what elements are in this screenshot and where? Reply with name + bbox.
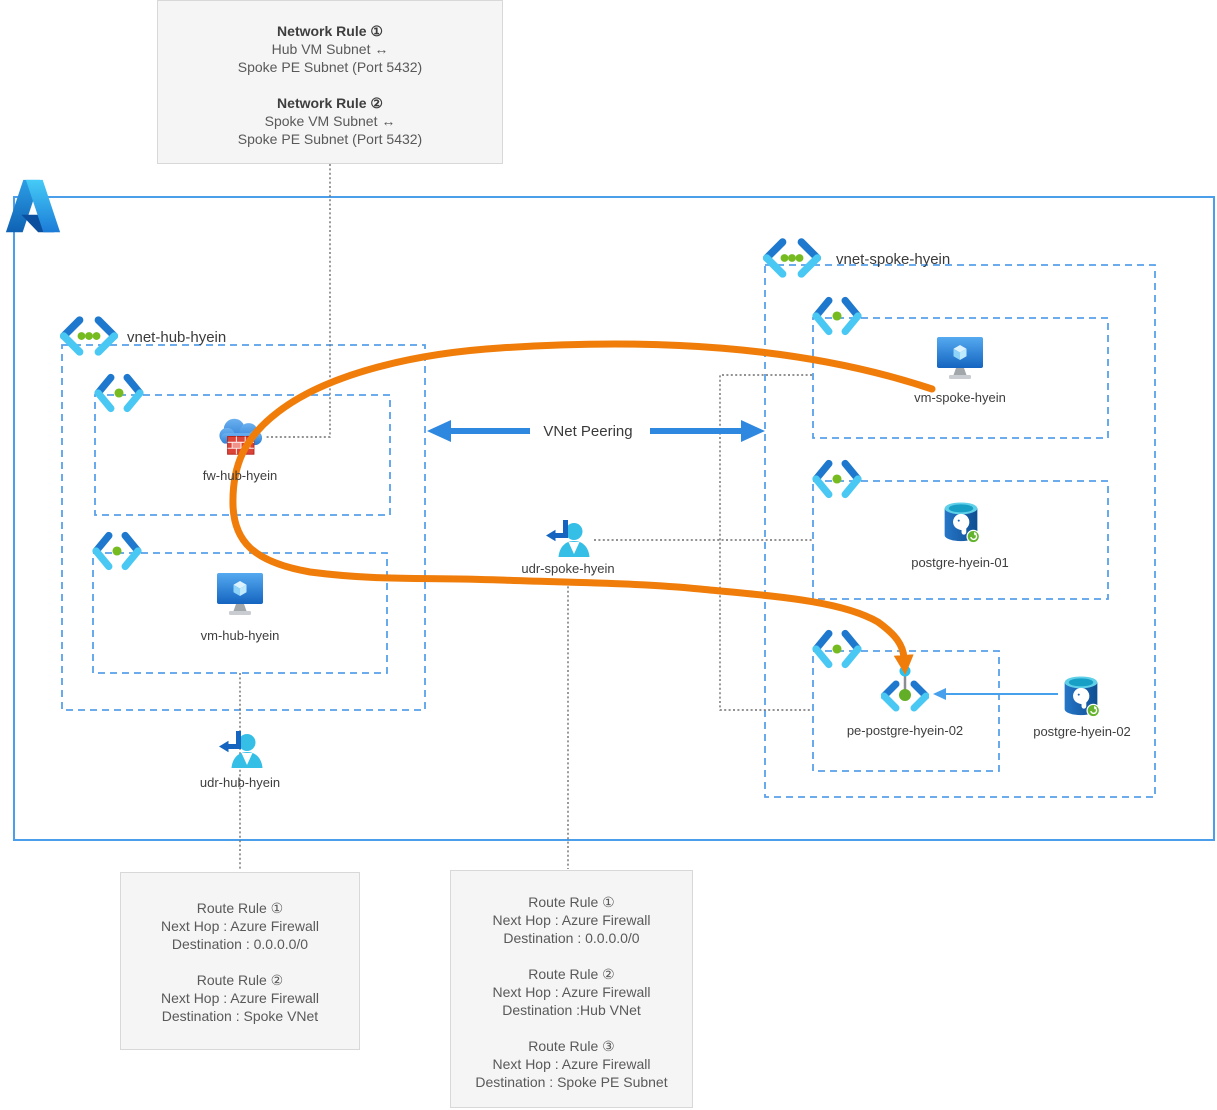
firewall-label: fw-hub-hyein: [202, 468, 278, 483]
spoke-route-rules-note: Route Rule ① Next Hop : Azure Firewall D…: [450, 870, 693, 1108]
network-rule-1: Network Rule ① Hub VM Subnet ↔ Spoke PE …: [158, 22, 502, 76]
udr-icon-spoke: [544, 515, 592, 563]
spoke-route-rule-1-title: Route Rule ①: [528, 894, 615, 910]
network-rule-2-line2: Spoke PE Subnet (Port 5432): [237, 131, 423, 147]
spoke-route-rule-1-line1: Next Hop : Azure Firewall: [492, 912, 651, 928]
vm-spoke-label: vm-spoke-hyein: [914, 390, 1006, 405]
udr-icon-hub: [217, 726, 265, 774]
hub-route-rule-1-line2: Destination : 0.0.0.0/0: [171, 936, 309, 952]
hub-route-rule-2-line1: Next Hop : Azure Firewall: [161, 990, 319, 1006]
network-rule-2-line1: Spoke VM Subnet ↔: [264, 113, 396, 129]
firewall-icon: [215, 413, 267, 459]
vnet-icon-spoke: [762, 237, 822, 279]
vnet-peering-label: VNet Peering: [543, 423, 633, 440]
spoke-route-rule-3-title: Route Rule ③: [528, 1038, 615, 1054]
spoke-postgres-subnet-border: [812, 480, 1109, 600]
spoke-route-rule-2-title: Route Rule ②: [528, 966, 615, 982]
vnet-icon-hub: [59, 315, 119, 357]
subnet-icon-spoke-postgres: [811, 459, 863, 499]
network-rule-2: Network Rule ② Spoke VM Subnet ↔ Spoke P…: [158, 94, 502, 148]
postgres-01-label: postgre-hyein-01: [911, 555, 1009, 570]
subnet-icon-spoke-pe: [811, 629, 863, 669]
azure-logo: [2, 176, 64, 238]
network-rule-1-line1: Hub VM Subnet ↔: [271, 41, 389, 57]
hub-route-rules-note: Route Rule ① Next Hop : Azure Firewall D…: [120, 872, 360, 1050]
udr-subnet-bracket-connector: [719, 374, 812, 711]
spoke-route-rule-3-line1: Next Hop : Azure Firewall: [492, 1056, 651, 1072]
spoke-route-rule-3: Route Rule ③ Next Hop : Azure Firewall D…: [451, 1037, 692, 1091]
postgres-02-label: postgre-hyein-02: [1033, 724, 1131, 739]
network-rule-to-firewall-connector: [266, 164, 331, 438]
vm-hub-label: vm-hub-hyein: [200, 628, 280, 643]
vm-icon-hub: [216, 572, 264, 618]
hub-route-rule-1-title: Route Rule ①: [196, 900, 284, 916]
subnet-icon-spoke-vm: [811, 296, 863, 336]
vm-icon-spoke: [936, 336, 984, 382]
subnet-icon-hub-vm: [91, 531, 143, 571]
spoke-route-rule-1-line2: Destination : 0.0.0.0/0: [503, 930, 640, 946]
spoke-route-rule-2-line2: Destination :Hub VNet: [502, 1002, 641, 1018]
hub-route-rule-2: Route Rule ② Next Hop : Azure Firewall D…: [121, 971, 359, 1025]
network-rule-1-line2: Spoke PE Subnet (Port 5432): [237, 59, 423, 75]
azure-boundary-box: [13, 196, 1215, 841]
spoke-vnet-label: vnet-spoke-hyein: [836, 251, 951, 268]
udr-hub-label: udr-hub-hyein: [199, 775, 281, 790]
hub-route-rule-2-title: Route Rule ②: [196, 972, 284, 988]
udr-spoke-label: udr-spoke-hyein: [521, 561, 615, 576]
pe-postgres-02-label: pe-postgre-hyein-02: [846, 723, 964, 738]
spoke-route-rule-2: Route Rule ② Next Hop : Azure Firewall D…: [451, 965, 692, 1019]
network-rules-note: Network Rule ① Hub VM Subnet ↔ Spoke PE …: [157, 0, 503, 164]
hub-vnet-label: vnet-hub-hyein: [127, 329, 227, 346]
spoke-pe-subnet-border: [812, 650, 1000, 772]
hub-route-rule-2-line2: Destination : Spoke VNet: [161, 1008, 319, 1024]
spoke-route-rule-2-line1: Next Hop : Azure Firewall: [492, 984, 651, 1000]
postgres-icon-02: [1061, 673, 1101, 719]
hub-route-rule-1: Route Rule ① Next Hop : Azure Firewall D…: [121, 899, 359, 953]
network-rule-1-title: Network Rule ①: [277, 23, 383, 39]
spoke-route-rule-3-line2: Destination : Spoke PE Subnet: [475, 1074, 668, 1090]
private-endpoint-icon: [881, 664, 929, 718]
network-rule-2-title: Network Rule ②: [277, 95, 383, 111]
subnet-icon-hub-firewall: [93, 373, 145, 413]
postgres-icon-01: [941, 499, 981, 545]
hub-route-rule-1-line1: Next Hop : Azure Firewall: [161, 918, 319, 934]
spoke-route-rule-1: Route Rule ① Next Hop : Azure Firewall D…: [451, 893, 692, 947]
